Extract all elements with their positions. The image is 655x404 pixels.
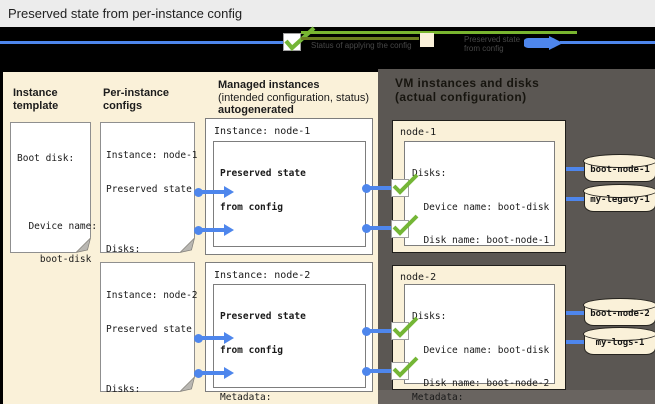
legend-preserved-label-1: Preserved state: [464, 35, 521, 44]
vm-disks-box: Disks: Device name: boot-disk Disk name:…: [404, 284, 555, 389]
legend-olive-line: [301, 37, 419, 40]
legend-reference-arrow-icon: [524, 36, 563, 50]
disk-cylinder-boot-node-2: boot-node-2: [583, 298, 655, 326]
connector-vm-to-disk-3: [566, 311, 590, 315]
document-fold-icon: [179, 237, 195, 253]
vm-title: node-1: [400, 127, 437, 138]
document-fold-icon: [75, 237, 91, 253]
connector-arrow-config-to-managed-1: [194, 186, 234, 198]
disk-cylinder-boot-node-1: boot-node-1: [583, 154, 655, 182]
status-checkbox: [391, 220, 409, 238]
instance-template-doc: Boot disk: Device name: boot-disk: [10, 122, 97, 265]
status-checkbox: [391, 322, 409, 340]
connector-managed-to-vm-4: [362, 365, 392, 377]
title-bar: Preserved state from per-instance config: [0, 0, 655, 27]
status-check-icon: [392, 214, 419, 236]
legend-blue-line-right: [560, 41, 655, 44]
connector-vm-to-disk-4: [566, 340, 590, 344]
vm-title: node-2: [400, 272, 437, 283]
disk-cylinder-my-legacy-1: my-legacy-1: [583, 184, 655, 212]
vm-disks-text: Disks: Device name: boot-disk Disk name:…: [412, 311, 550, 389]
connector-arrow-config-to-managed-3: [194, 332, 234, 344]
legend-green-line: [301, 31, 577, 34]
header-per-instance-configs: Per-instance configs: [103, 87, 170, 112]
status-check-icon: [392, 173, 419, 195]
legend-check-icon: [284, 26, 316, 52]
preserved-state-box: Preserved state from config Disks: Devic…: [213, 141, 369, 403]
document-fold-icon: [179, 376, 195, 392]
legend-blue-line-left: [0, 41, 283, 44]
status-checkbox: [391, 362, 409, 380]
header-vm-instances: VM instances and disks (actual configura…: [395, 76, 540, 104]
header-managed-instances: Managed instances (intended configuratio…: [218, 79, 370, 116]
preserved-state-text: Preserved state from config Disks: Devic…: [220, 311, 306, 356]
connector-vm-to-disk-1: [566, 167, 590, 171]
managed-instance-title: Instance: node-1: [214, 126, 311, 137]
connector-arrow-config-to-managed-4: [194, 367, 234, 379]
per-instance-config-node-1: Instance: node-1 Preserved state Disks: …: [100, 122, 198, 389]
per-instance-config-node-2: Instance: node-2 Preserved state Disks: …: [100, 262, 198, 395]
connector-managed-to-vm-1: [362, 182, 392, 194]
vm-panel-footer: [378, 390, 655, 404]
per-instance-config-text: Instance: node-2 Preserved state Disks: …: [106, 290, 198, 395]
header-instance-template: Instance template: [13, 87, 59, 112]
status-check-icon: [392, 356, 419, 378]
legend-applied-label: Status of applying the config: [311, 41, 412, 50]
connector-vm-to-disk-2: [566, 197, 590, 201]
instance-template-text: Boot disk: Device name: boot-disk: [17, 153, 98, 265]
managed-instance-title: Instance: node-2: [214, 270, 311, 281]
connector-managed-to-vm-3: [362, 325, 392, 337]
preserved-state-box: Preserved state from config Disks: Devic…: [213, 284, 366, 388]
connector-arrow-config-to-managed-2: [194, 224, 234, 236]
status-check-icon: [392, 316, 419, 338]
vm-disks-box: Disks: Device name: boot-disk Disk name:…: [404, 141, 561, 403]
legend-preserved-label-2: from config: [464, 44, 504, 53]
connector-managed-to-vm-2: [362, 222, 392, 234]
page-title: Preserved state from per-instance config: [8, 6, 243, 21]
legend-preserved-swatch: [420, 33, 434, 47]
status-checkbox: [391, 179, 409, 197]
disk-cylinder-my-logs-1: my-logs-1: [583, 327, 655, 355]
